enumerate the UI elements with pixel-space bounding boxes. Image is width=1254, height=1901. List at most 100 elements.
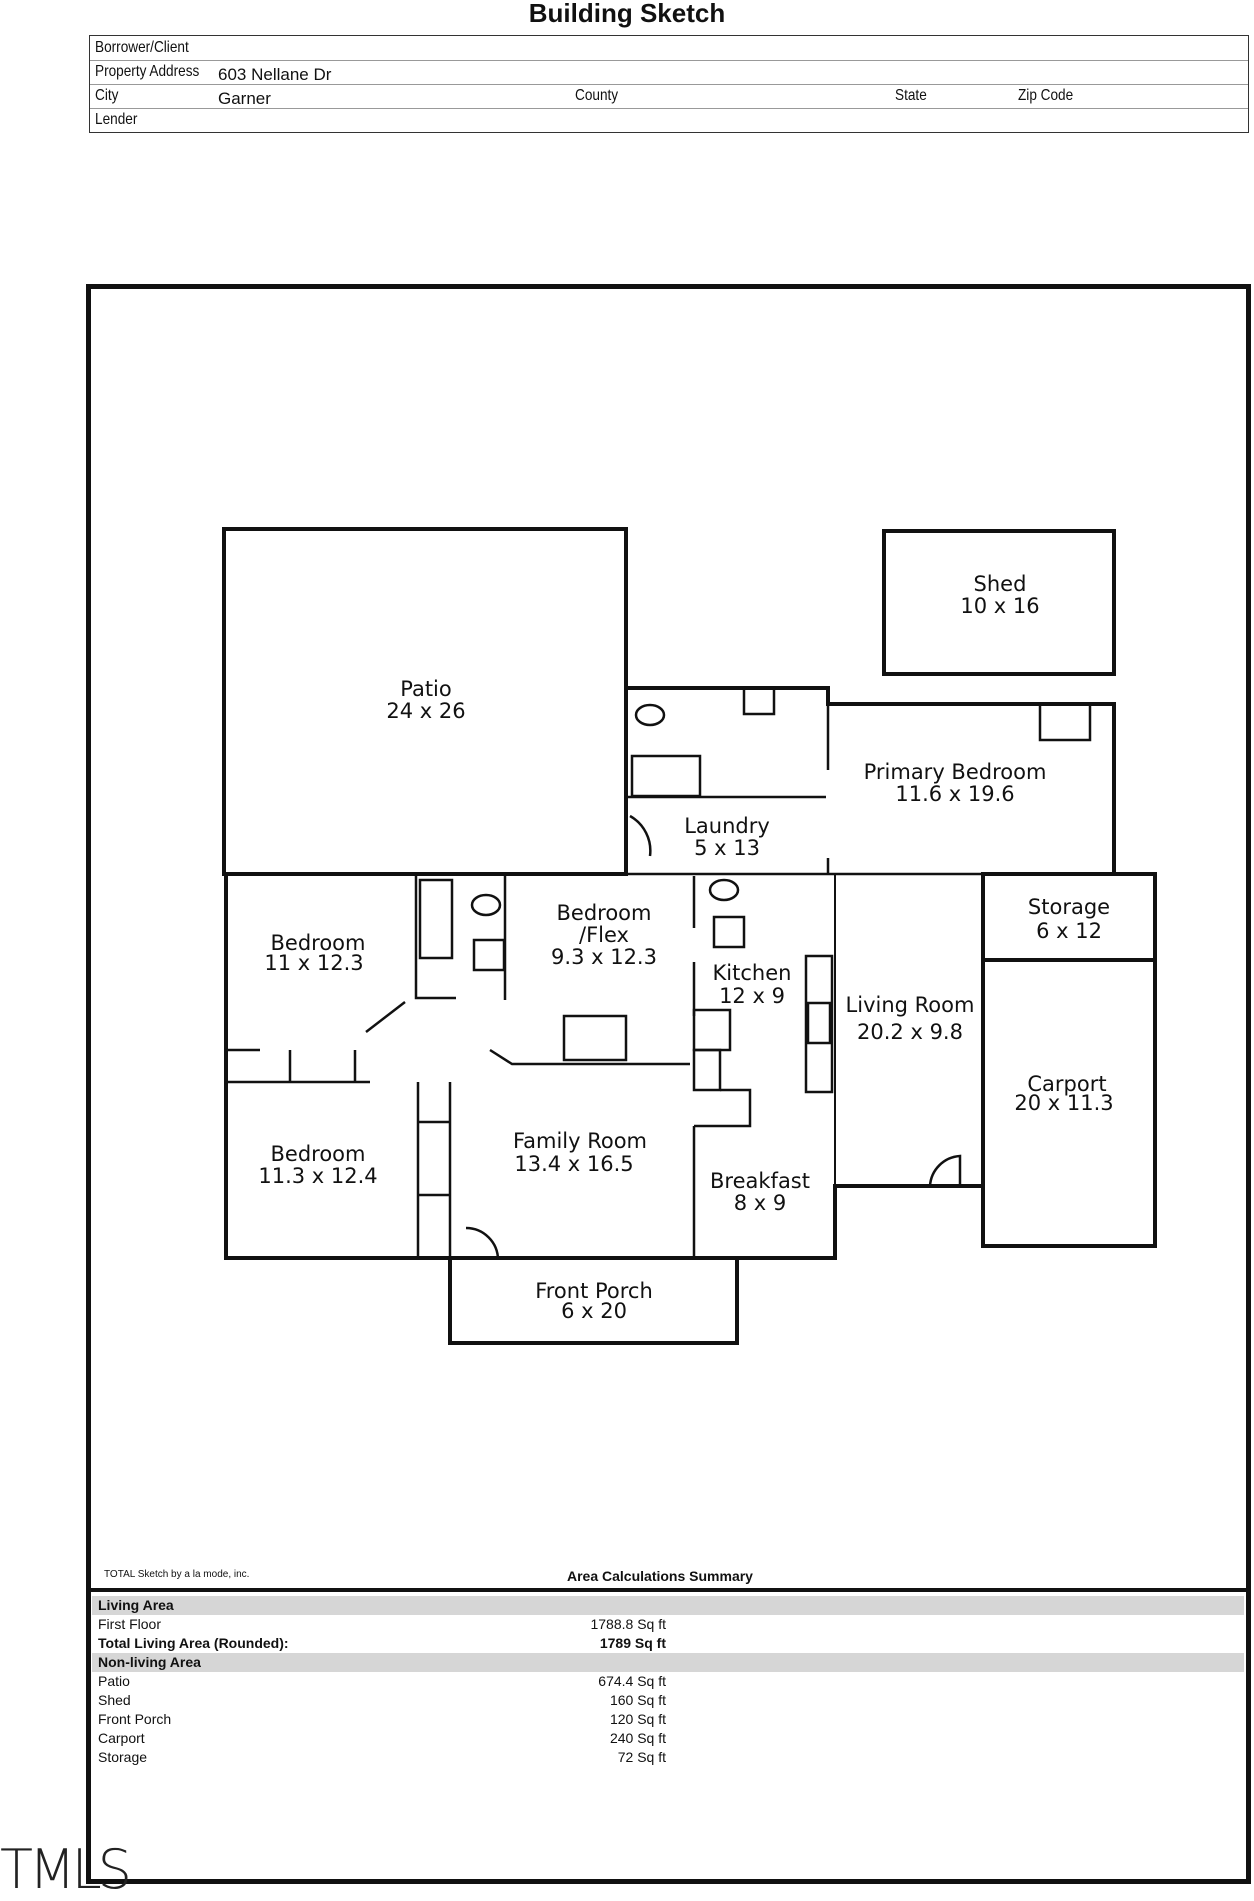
shed-outline	[882, 529, 1116, 676]
storage-dims: 6 x 12	[1036, 919, 1102, 943]
summary-divider	[86, 1588, 1251, 1592]
bathtub	[418, 878, 454, 960]
list-item: Carport 240 Sq ft	[92, 1729, 1244, 1748]
kitchen-peninsula	[562, 1014, 628, 1062]
item-value: 674.4 Sq ft	[598, 1673, 666, 1689]
front-porch-outline	[448, 1258, 739, 1345]
nonliving-area-header: Non-living Area	[92, 1653, 1244, 1672]
summary-title: Area Calculations Summary	[567, 1568, 753, 1584]
breakfast-name: Breakfast	[710, 1169, 810, 1193]
city-label: City	[95, 87, 119, 104]
kitchen-sink	[806, 1001, 832, 1045]
living-room-dims: 20.2 x 9.8	[857, 1020, 963, 1044]
lender-row: Lender	[90, 108, 1248, 132]
front-door-arc	[465, 1226, 500, 1261]
family-north-wall	[489, 1048, 690, 1066]
address-label: Property Address	[95, 63, 200, 80]
kitchen-name: Kitchen	[713, 961, 792, 985]
carport-dims: 20 x 11.3	[1014, 1091, 1113, 1115]
counter	[694, 1088, 752, 1128]
hall-closet-walls	[416, 1082, 452, 1258]
laundry-door-arc	[629, 814, 652, 857]
breakfast-dims: 8 x 9	[734, 1191, 787, 1215]
bedroom2-name: Bedroom	[271, 1142, 366, 1166]
borrower-label: Borrower/Client	[95, 39, 189, 56]
front-porch-name: Front Porch	[535, 1279, 653, 1303]
bedroom1-dims: 11 x 12.3	[264, 951, 363, 975]
total-living-row: Total Living Area (Rounded): 1789 Sq ft	[92, 1634, 1244, 1653]
city-value: Garner	[218, 89, 271, 108]
sink-upper	[742, 686, 776, 716]
bedroom-flex-name: Bedroom	[557, 901, 652, 925]
bedroom2-dims: 11.3 x 12.4	[258, 1164, 377, 1188]
shed-name: Shed	[974, 572, 1027, 596]
item-label: Front Porch	[98, 1711, 172, 1727]
storage-name: Storage	[1028, 895, 1110, 919]
first-floor-value: 1788.8 Sq ft	[590, 1616, 666, 1632]
total-living-value: 1789 Sq ft	[599, 1635, 666, 1651]
carport-outline	[981, 958, 1157, 1248]
primary-closet-wall	[1038, 706, 1092, 742]
mls-logo: TMLS	[0, 1838, 132, 1901]
front-porch-dims: 6 x 20	[561, 1299, 627, 1323]
toilet-kitchen	[708, 878, 740, 902]
primary-bedroom-name: Primary Bedroom	[864, 760, 1047, 784]
living-counter	[804, 954, 834, 1094]
total-living-label: Total Living Area (Rounded):	[98, 1635, 289, 1651]
page-title: Building Sketch	[528, 0, 726, 28]
primary-bedroom-dims: 11.6 x 19.6	[895, 782, 1014, 806]
list-item: Shed 160 Sq ft	[92, 1691, 1244, 1710]
bedroom1-name: Bedroom	[271, 931, 366, 955]
lender-label: Lender	[95, 111, 138, 128]
living-room-name: Living Room	[846, 993, 975, 1017]
address-row: Property Address 603 Nellane Dr	[90, 60, 1248, 85]
fridge	[692, 1008, 732, 1052]
carport-door-arc	[928, 1154, 962, 1187]
item-label: Carport	[98, 1730, 145, 1746]
item-label: Shed	[98, 1692, 131, 1708]
kitchen-dims: 12 x 9	[719, 984, 785, 1008]
property-info-table: Borrower/Client Property Address 603 Nel…	[89, 35, 1249, 133]
item-value: 240 Sq ft	[609, 1730, 666, 1746]
area-summary: Living Area First Floor 1788.8 Sq ft Tot…	[92, 1596, 1244, 1767]
living-area-header: Living Area	[92, 1596, 1244, 1615]
first-floor-row: First Floor 1788.8 Sq ft	[92, 1615, 1244, 1634]
item-label: Storage	[98, 1749, 148, 1765]
state-label: State	[895, 87, 927, 104]
living-area-label: Living Area	[98, 1597, 174, 1613]
bedroom-flex-dims: 9.3 x 12.3	[551, 945, 657, 969]
borrower-row: Borrower/Client	[90, 36, 1248, 61]
item-value: 160 Sq ft	[609, 1692, 666, 1708]
patio-name: Patio	[400, 677, 452, 701]
hall-angle-wall	[365, 1001, 406, 1033]
toilet-bed1	[470, 893, 502, 917]
shed-dims: 10 x 16	[960, 594, 1039, 618]
laundry-dims: 5 x 13	[694, 836, 760, 860]
city-row: City Garner County State Zip Code	[90, 84, 1248, 109]
list-item: Patio 674.4 Sq ft	[92, 1672, 1244, 1691]
family-room-dims: 13.4 x 16.5	[514, 1152, 633, 1176]
item-label: Patio	[98, 1673, 130, 1689]
bedroom-closet-walls	[226, 1048, 370, 1084]
item-value: 72 Sq ft	[617, 1749, 666, 1765]
laundry-name: Laundry	[684, 814, 770, 838]
toilet-upper	[634, 703, 666, 727]
bedroom1-bath-walls	[414, 876, 507, 1000]
bedroom-flex-name2: /Flex	[579, 923, 629, 947]
patio-dims: 24 x 26	[386, 699, 465, 723]
family-room-name: Family Room	[513, 1129, 647, 1153]
range	[692, 1048, 722, 1092]
sketch-frame	[86, 284, 1251, 1884]
list-item: Front Porch 120 Sq ft	[92, 1710, 1244, 1729]
list-item: Storage 72 Sq ft	[92, 1748, 1244, 1767]
item-value: 120 Sq ft	[609, 1711, 666, 1727]
sink-bed1	[472, 938, 506, 972]
sketch-credit: TOTAL Sketch by a la mode, inc.	[104, 1569, 250, 1580]
nonliving-area-label: Non-living Area	[98, 1654, 201, 1670]
zip-label: Zip Code	[1018, 87, 1074, 104]
county-label: County	[575, 87, 619, 104]
first-floor-label: First Floor	[98, 1616, 161, 1632]
shower-upper	[630, 754, 702, 798]
sink-kitchen	[712, 915, 746, 949]
